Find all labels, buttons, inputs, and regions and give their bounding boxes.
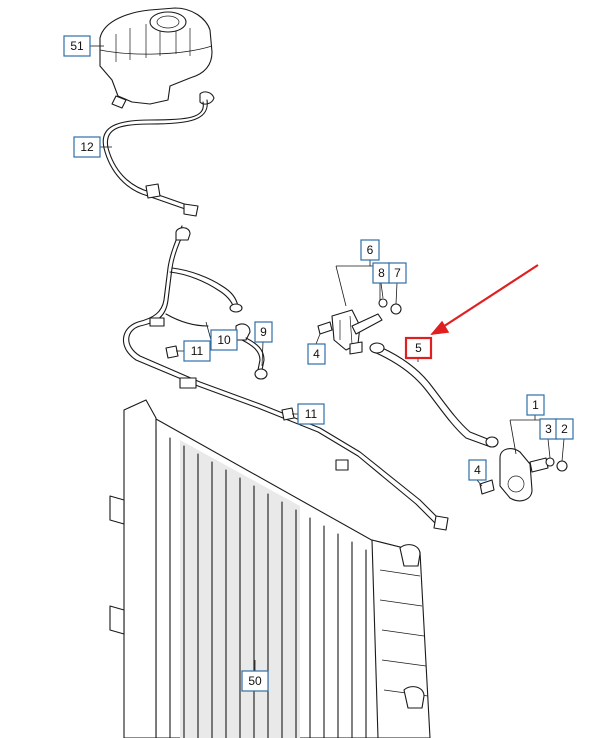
callout-number: 5: [415, 341, 422, 355]
connector-6: [317, 298, 402, 355]
callout-number: 7: [394, 266, 401, 280]
callout-number: 4: [313, 347, 320, 361]
callout-12[interactable]: 12: [73, 136, 101, 158]
callout-8[interactable]: 8: [372, 262, 391, 284]
callout-1[interactable]: 1: [526, 394, 545, 416]
callout-11[interactable]: 11: [297, 403, 325, 425]
callout-number: 9: [260, 325, 267, 339]
callout-box: [297, 403, 325, 425]
callout-number: 2: [561, 422, 568, 436]
callout-number: 4: [474, 463, 481, 477]
callout-number: 51: [70, 39, 84, 53]
pipe-assembly: [122, 225, 449, 531]
callout-number: 12: [80, 140, 94, 154]
callout-51[interactable]: 51: [63, 35, 91, 57]
connector-1: [479, 448, 568, 502]
callout-number: 11: [305, 407, 318, 421]
callout-box: [526, 394, 545, 416]
callout-11[interactable]: 11: [183, 340, 211, 362]
radiator: [109, 399, 431, 738]
callout-3[interactable]: 3: [539, 418, 558, 440]
callout-box: [307, 343, 326, 365]
callout-box: [254, 321, 273, 343]
callout-number: 11: [191, 344, 204, 358]
callout-number: 1: [532, 398, 539, 412]
callout-box: [241, 670, 269, 692]
callout-number: 10: [217, 333, 231, 347]
callout-box: [183, 340, 211, 362]
callout-number: 50: [248, 674, 262, 688]
callout-number: 8: [378, 266, 385, 280]
callout-10[interactable]: 10: [210, 329, 238, 351]
callout-4[interactable]: 4: [468, 459, 487, 481]
expansion-tank: [99, 7, 215, 109]
callout-5-highlighted[interactable]: 5: [404, 336, 433, 360]
callout-box: [468, 459, 487, 481]
callout-box: [73, 136, 101, 158]
callout-50[interactable]: 50: [241, 670, 269, 692]
callout-6[interactable]: 6: [360, 239, 380, 261]
callout-box: [63, 35, 91, 57]
callout-box: [388, 262, 407, 284]
callout-9[interactable]: 9: [254, 321, 273, 343]
callout-number: 6: [367, 243, 374, 257]
callout-box: [360, 239, 380, 261]
hose-12: [102, 99, 208, 217]
callout-box: [404, 336, 433, 360]
hose-5: [369, 342, 499, 448]
highlight-arrow: [430, 264, 539, 335]
callout-box: [210, 329, 238, 351]
callout-7[interactable]: 7: [388, 262, 407, 284]
callout-2[interactable]: 2: [555, 418, 574, 440]
callout-box: [555, 418, 574, 440]
callout-4[interactable]: 4: [307, 343, 326, 365]
leader-lines: [90, 45, 565, 671]
callout-number: 3: [545, 422, 552, 436]
